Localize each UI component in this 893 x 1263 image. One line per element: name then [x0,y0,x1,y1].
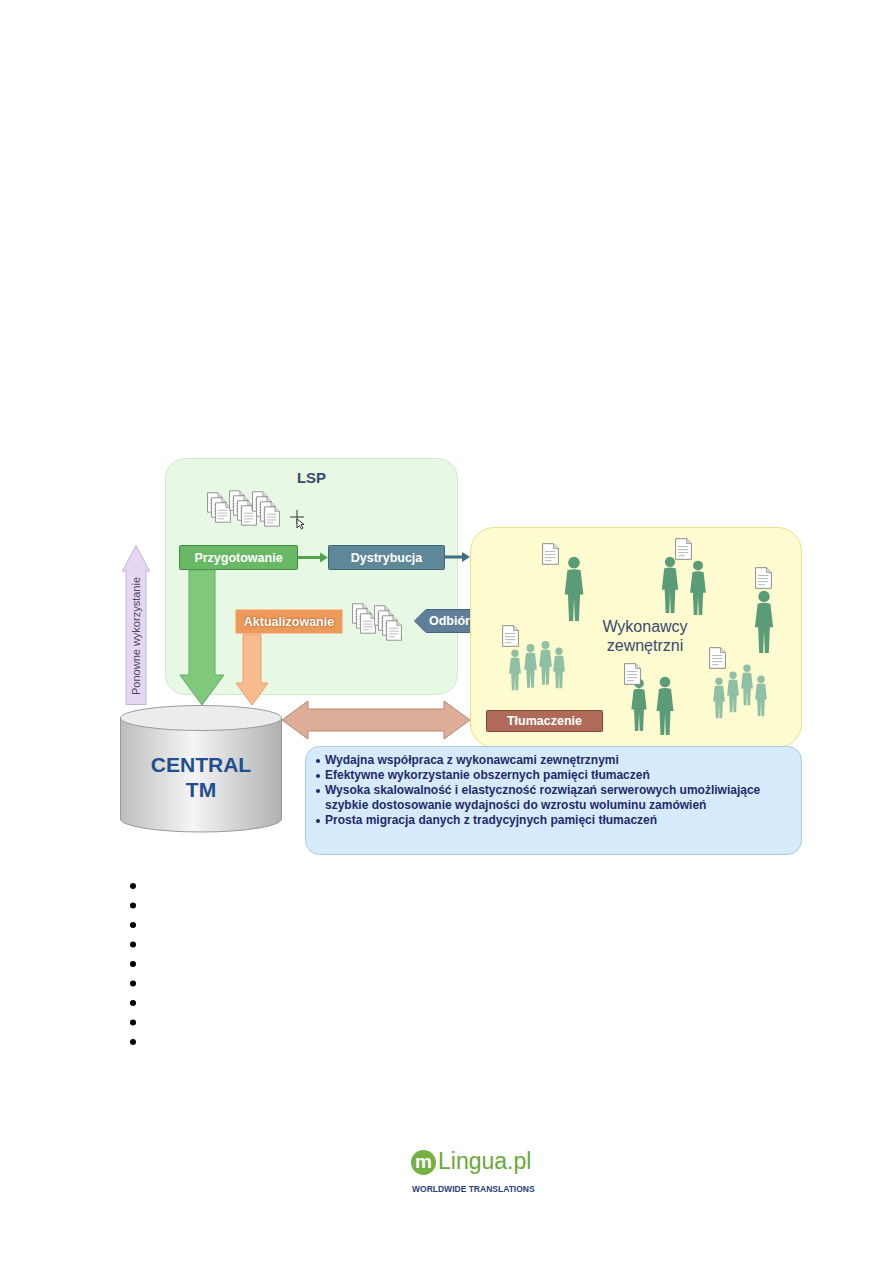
benefit-panel: Wydajna współpraca z wykonawcami zewnętr… [305,746,802,855]
bullet-row: Efektywne wykorzystanie obszernych pamię… [315,768,792,783]
box-label: Przygotowanie [194,551,282,565]
node-outline [487,711,603,732]
panel-title: Wykonawcy zewnętrzni [580,617,710,655]
arrow-tag: Odbiór [414,609,475,633]
logo-text: Lingua.pl [438,1147,531,1175]
node-outline [329,546,445,570]
node-outline [306,747,802,855]
bullet-row: Wydajna współpraca z wykonawcami zewnętr… [315,753,792,768]
process-box: Dystrybucja [328,545,445,570]
logo-mark: m [411,1150,436,1175]
node-outline [123,546,150,705]
node-outline [180,546,298,570]
node-outline [471,528,802,748]
node-outline [121,718,282,832]
box-label: Aktualizowanie [244,615,334,629]
box-label: Odbiór [429,614,470,628]
contractor-figures [503,539,773,735]
box-label: Dystrybucja [351,551,423,565]
process-box: Przygotowanie [179,545,298,570]
node-outline [166,459,458,695]
box-label: Tłumaczenie [507,714,582,728]
label-holder: m [411,1150,436,1175]
bullet-dot [316,774,320,778]
bullet-row: Prosta migracja danych z tradycyjnych pa… [315,813,792,828]
empty-bullets [130,883,136,1045]
database-cylinder: CENTRAL TM [120,705,282,832]
node-outline [236,610,343,634]
bullet-dot [316,759,320,763]
bullet-text: Wydajna współpraca z wykonawcami zewnętr… [325,753,619,768]
process-box: Aktualizowanie [235,609,343,634]
lsp-panel: LSP Przygotowanie DystrybucjaAktualizowani… [165,458,458,695]
vertical-label: Ponowne wykorzystanie [130,577,142,695]
logo-tagline: WORLDWIDE TRANSLATIONS [412,1184,535,1194]
bullet-text: Efektywne wykorzystanie obszernych pamię… [325,768,650,783]
node-outline-top [121,706,282,731]
node-outline [415,610,475,633]
bullet-text: Wysoka skalowalność i elastyczność rozwi… [325,783,792,813]
flow-arrow [282,701,470,739]
bullet-dot [316,789,320,793]
bullet-row: Wysoka skalowalność i elastyczność rozwi… [315,783,792,813]
bullet-text: Prosta migracja danych z tradycyjnych pa… [325,813,657,828]
cursor-icon [290,510,304,529]
contractor-panel: Wykonawcy zewnętrzniTłumaczenie [470,527,802,748]
bullet-dot [316,819,320,823]
document-stacks [208,491,402,640]
database-label: CENTRAL TM [146,752,256,802]
label-holder: WORLDWIDE TRANSLATIONS [412,1178,535,1196]
process-box: Tłumaczenie [486,710,603,732]
panel-title: LSP [165,469,458,486]
label-holder: Lingua.pl [438,1147,531,1175]
reuse-arrow: Ponowne wykorzystanie [122,545,150,705]
node-shape [165,458,458,695]
